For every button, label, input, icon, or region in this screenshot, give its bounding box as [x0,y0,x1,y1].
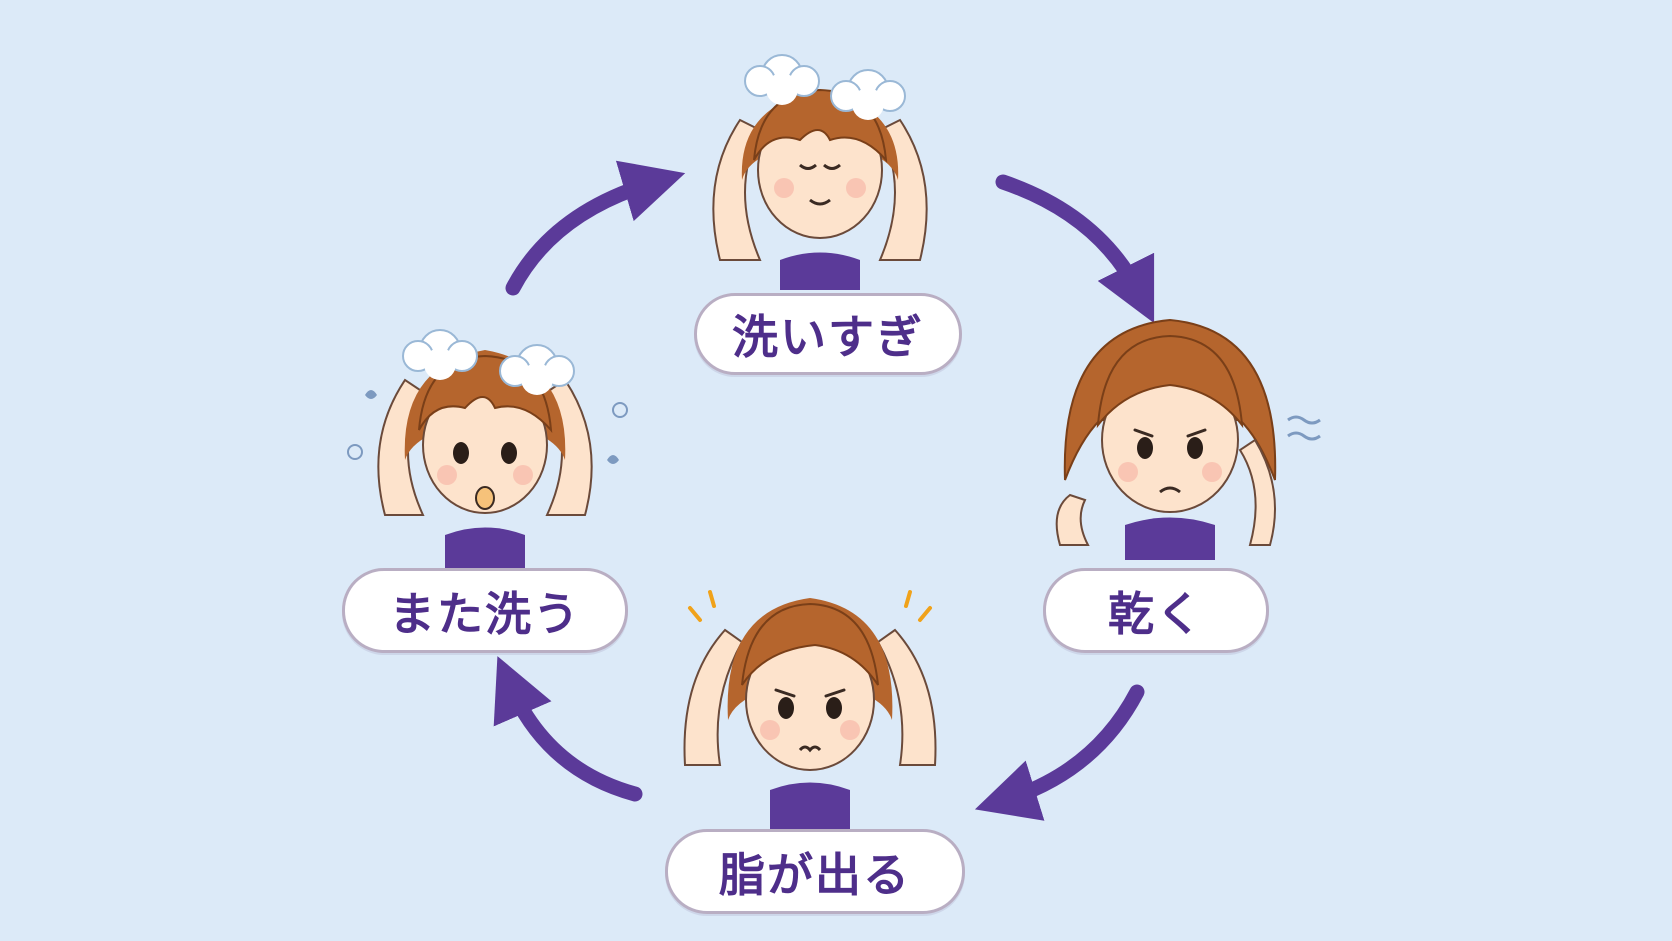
step-label-wash-again: また洗う [342,568,628,653]
arrow-top-left [505,160,686,296]
step-label-oil: 脂が出る [665,829,965,914]
arrow-bottom-right [974,684,1145,821]
character-oily-troubled [683,590,937,830]
step-label-overwashing: 洗いすぎ [694,293,962,375]
arrow-top-right [995,174,1155,324]
arrow-bottom-left [493,656,643,802]
step-label-dry: 乾く [1043,568,1269,653]
character-washing-surprised [347,329,628,570]
character-washing-calm [712,54,928,290]
character-dry-worried [1055,318,1321,560]
